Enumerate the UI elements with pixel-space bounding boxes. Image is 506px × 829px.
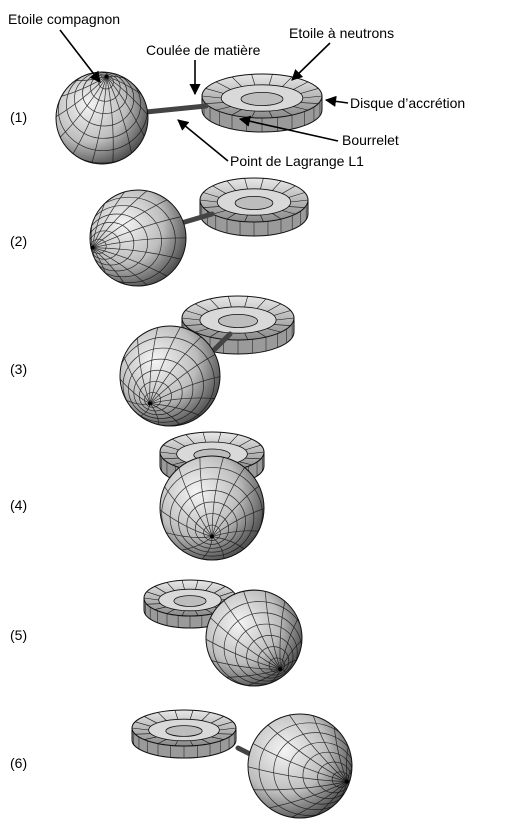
frame-label-3: (3) [10, 361, 27, 377]
label-neutron-star: Etoile à neutrons [289, 25, 394, 41]
stage-1 [50, 67, 322, 165]
label-accretion-disk: Disque d’accrétion [350, 95, 465, 111]
arrow-companion-star [60, 30, 100, 82]
frame-label-6: (6) [10, 755, 27, 771]
frame-label-4: (4) [10, 497, 27, 513]
label-lagrange-point: Point de Lagrange L1 [230, 153, 364, 169]
companion-star-2 [81, 189, 189, 289]
stage-5 [144, 580, 310, 690]
companion-star-6 [244, 713, 361, 821]
accretion-disk-2 [200, 178, 308, 236]
frame-label-5: (5) [10, 627, 27, 643]
frame-label-2: (2) [10, 233, 27, 249]
companion-star-1 [50, 67, 154, 165]
accretion-disk-6 [132, 710, 236, 758]
arrow-accretion-disk [326, 100, 348, 103]
stage-4 [153, 432, 270, 564]
label-bulge: Bourrelet [342, 132, 399, 148]
label-companion-star: Etoile compagnon [8, 11, 120, 27]
label-mass-flow: Coulée de matière [146, 42, 261, 58]
mass-stream-1 [146, 106, 206, 112]
stage-3 [112, 296, 294, 430]
stage-2 [81, 178, 308, 288]
frame-label-1: (1) [10, 109, 27, 125]
arrow-neutron-star [292, 43, 330, 80]
stage-6 [132, 710, 362, 821]
